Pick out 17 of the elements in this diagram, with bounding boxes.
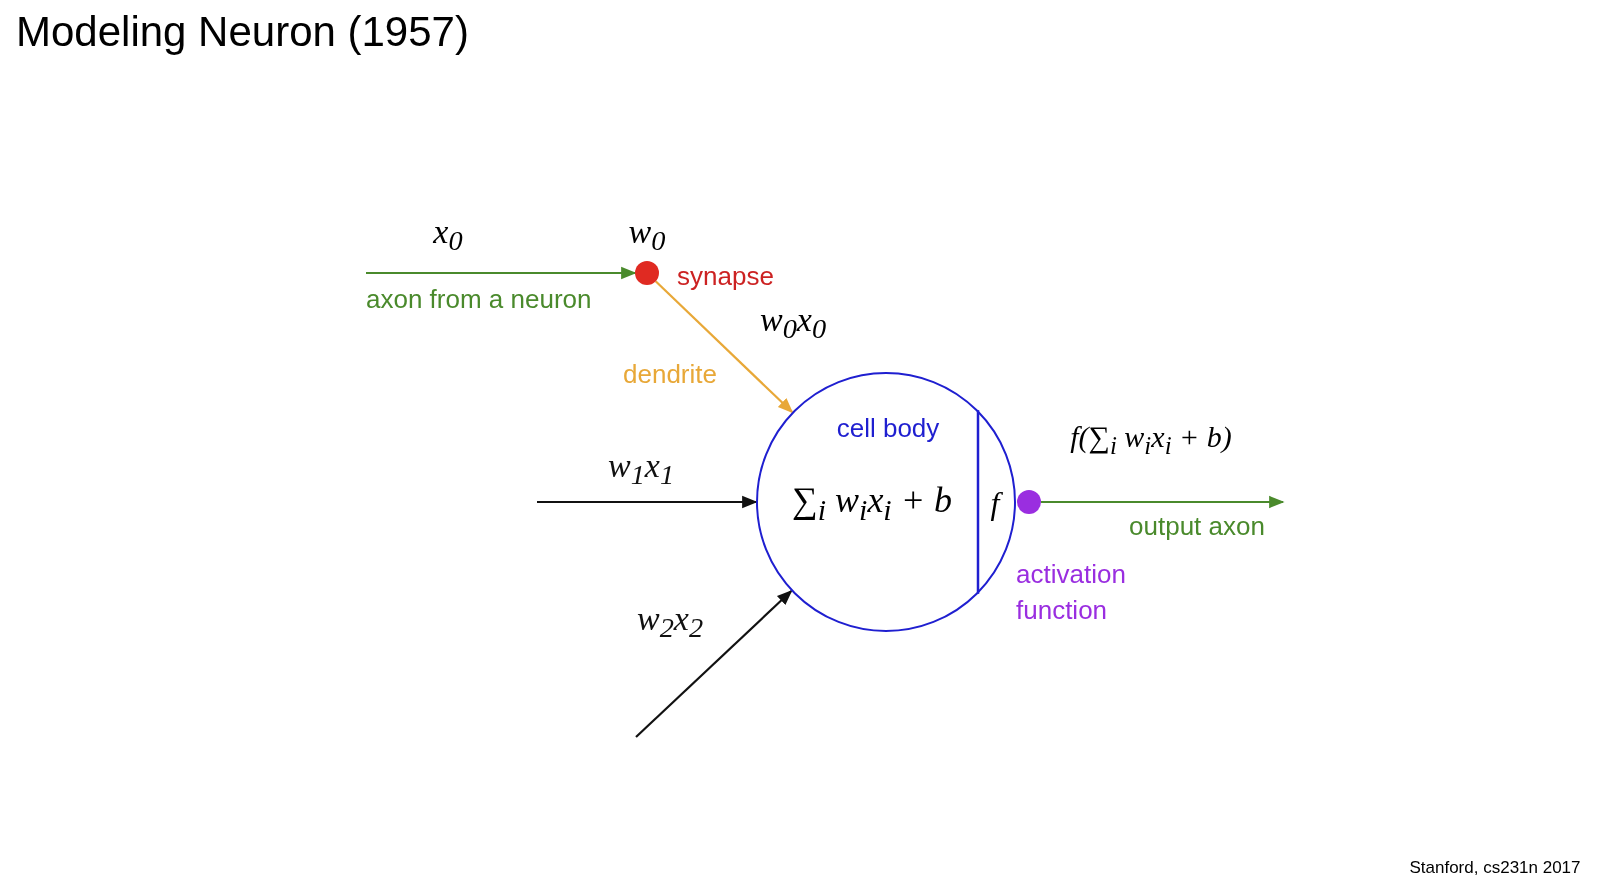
arrow — [654, 280, 794, 414]
slide-title: Modeling Neuron (1957) — [16, 8, 469, 56]
weight-label: w$_{0}$ — [628, 212, 666, 258]
weighted-input-label: w$_{0}$x$_{0}$ — [759, 300, 827, 346]
arrow — [635, 590, 793, 738]
source-note: Stanford, cs231n 2017 — [1409, 858, 1581, 878]
input-label: x$_{0}$ — [433, 212, 463, 258]
arrow — [1041, 495, 1285, 509]
arrow — [537, 495, 758, 509]
activation-dot — [1017, 490, 1041, 514]
synapse-label: synapse — [677, 260, 774, 292]
sum-formula: ∑$_{i}$ w$_{i}$x$_{i}$ + b — [792, 478, 952, 528]
output-formula: f(∑$_{i}$ w$_{i}$x$_{i}$ + b) — [1070, 420, 1232, 460]
synapse-dot — [635, 261, 659, 285]
cell-label: cell body — [836, 412, 940, 444]
activation-label: activation function — [1016, 557, 1127, 627]
arrow — [366, 266, 637, 280]
